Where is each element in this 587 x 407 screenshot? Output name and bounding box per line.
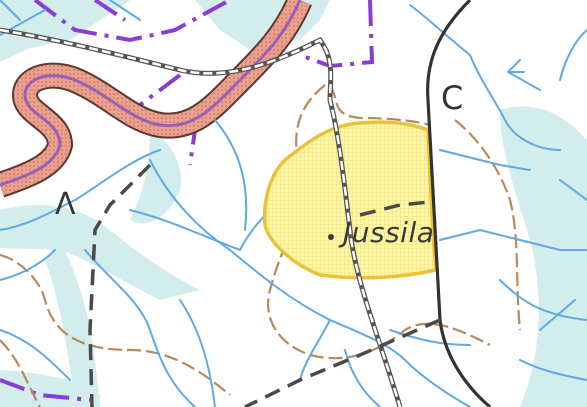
flow-arrow-icon [507, 59, 541, 91]
place-point [328, 234, 334, 240]
place-label: Jussila [343, 216, 435, 249]
boundary-lines [0, 0, 375, 402]
double-track [0, 27, 403, 407]
corridor-centerline [0, 0, 302, 187]
dashed-tracks [88, 163, 441, 407]
lambda-symbol: Λ [55, 187, 76, 222]
highlight-area [262, 120, 438, 280]
main-road [426, 0, 492, 407]
c-symbol: C [441, 79, 464, 117]
